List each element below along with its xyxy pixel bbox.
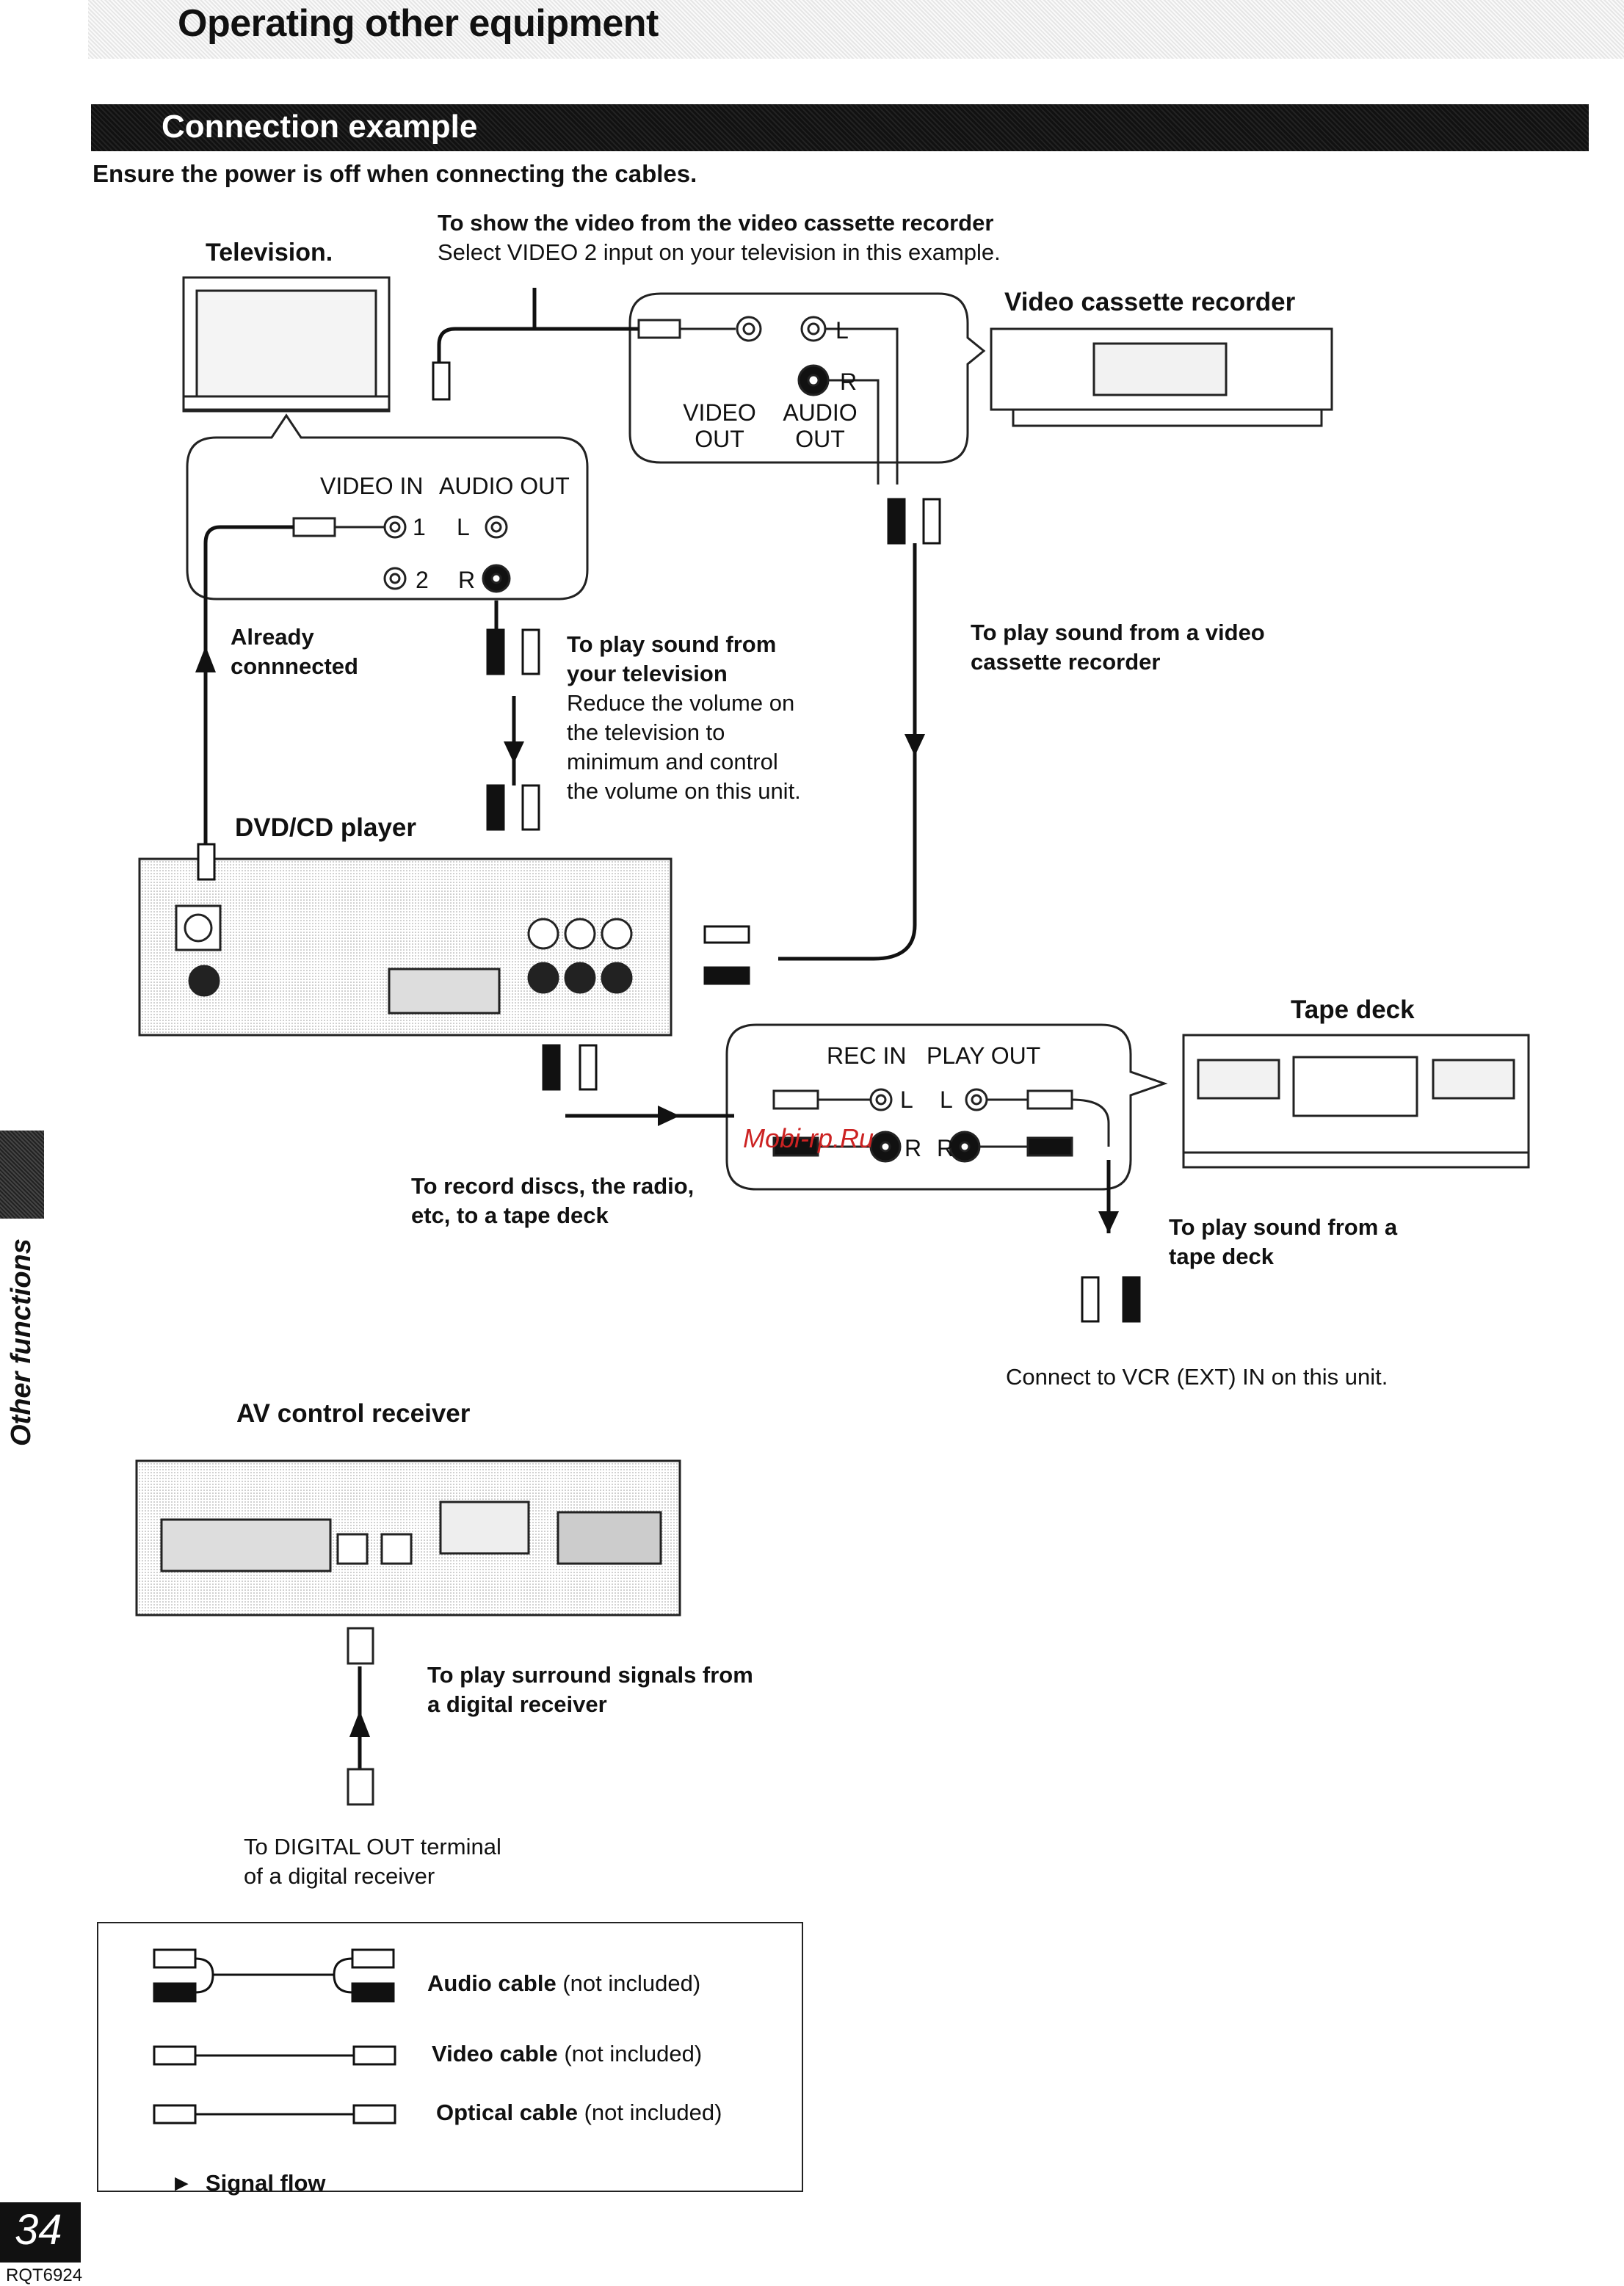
tv-audio-l: L xyxy=(457,514,470,540)
signal-arrows xyxy=(195,646,1119,1737)
tape-rec-r: R xyxy=(905,1135,922,1161)
legend-optical-cable: Optical cable (not included) xyxy=(436,2100,722,2125)
page-number-box xyxy=(0,2202,81,2263)
tape-deck-illustration xyxy=(1182,1034,1530,1169)
page-title: Operating other equipment xyxy=(178,2,659,45)
tv-audio-r: R xyxy=(458,567,476,593)
tape-play-r: R xyxy=(937,1135,954,1161)
page-number: 34 xyxy=(15,2206,62,2254)
vcr-illustration xyxy=(990,327,1333,427)
tv-input-1: 1 xyxy=(413,514,426,540)
legend-signal-flow: ► Signal flow xyxy=(170,2170,326,2196)
section-title: Connection example xyxy=(162,109,478,145)
tv-audio-out-label: AUDIO OUT xyxy=(439,473,570,499)
legend-video-cable: Video cable (not included) xyxy=(432,2041,703,2067)
av-receiver-label: AV control receiver xyxy=(236,1399,471,1428)
tape-deck-label: Tape deck xyxy=(1291,995,1415,1024)
section-bar xyxy=(91,104,1589,151)
av-receiver-illustration xyxy=(135,1459,681,1806)
dvd-player-illustration xyxy=(138,857,673,1037)
record-note: To record discs, the radio,etc, to a tap… xyxy=(411,1173,695,1228)
tv-video-note-body: Select VIDEO 2 input on your television … xyxy=(438,239,1001,265)
tv-sound-note: To play sound from your television Reduc… xyxy=(567,631,801,804)
tape-rec-in-label: REC IN xyxy=(827,1042,907,1069)
vcr-audio-l: L xyxy=(835,317,849,344)
vcr-panel-bubble xyxy=(628,292,986,485)
watermark: Mobi-rp.Ru xyxy=(743,1123,874,1153)
tv-video-in-label: VIDEO IN xyxy=(320,473,424,499)
vcr-audio-r: R xyxy=(840,369,858,395)
header-band xyxy=(88,0,1624,59)
vcr-ext-note: Connect to VCR (EXT) IN on this unit. xyxy=(1006,1364,1388,1390)
tape-panel-bubble xyxy=(725,1023,1168,1191)
tv-video-note-title: To show the video from the video cassett… xyxy=(438,210,994,236)
vcr-label: Video cassette recorder xyxy=(1004,288,1296,316)
rca-plugs xyxy=(197,361,1141,1323)
document-code: RQT6924 xyxy=(6,2265,83,2285)
side-tab-label: Other functions xyxy=(6,1238,37,1446)
tape-play-out-label: PLAY OUT xyxy=(927,1042,1041,1069)
tv-panel-bubble xyxy=(186,413,589,600)
legend-box xyxy=(97,1922,803,2192)
tape-rec-l: L xyxy=(900,1086,913,1113)
legend-graphics xyxy=(153,1948,396,2124)
dvd-player-label: DVD/CD player xyxy=(235,813,417,842)
tv-input-2: 2 xyxy=(416,567,429,593)
side-tab-marker xyxy=(0,1131,44,1219)
television-label: Television. xyxy=(206,239,333,266)
power-note: Ensure the power is off when connecting … xyxy=(93,160,697,187)
signal-flow-arrow-icon: ► xyxy=(170,2170,193,2196)
television-illustration xyxy=(182,276,391,413)
legend-audio-cable: Audio cable (not included) xyxy=(427,1970,701,1996)
tape-play-l: L xyxy=(940,1086,953,1113)
